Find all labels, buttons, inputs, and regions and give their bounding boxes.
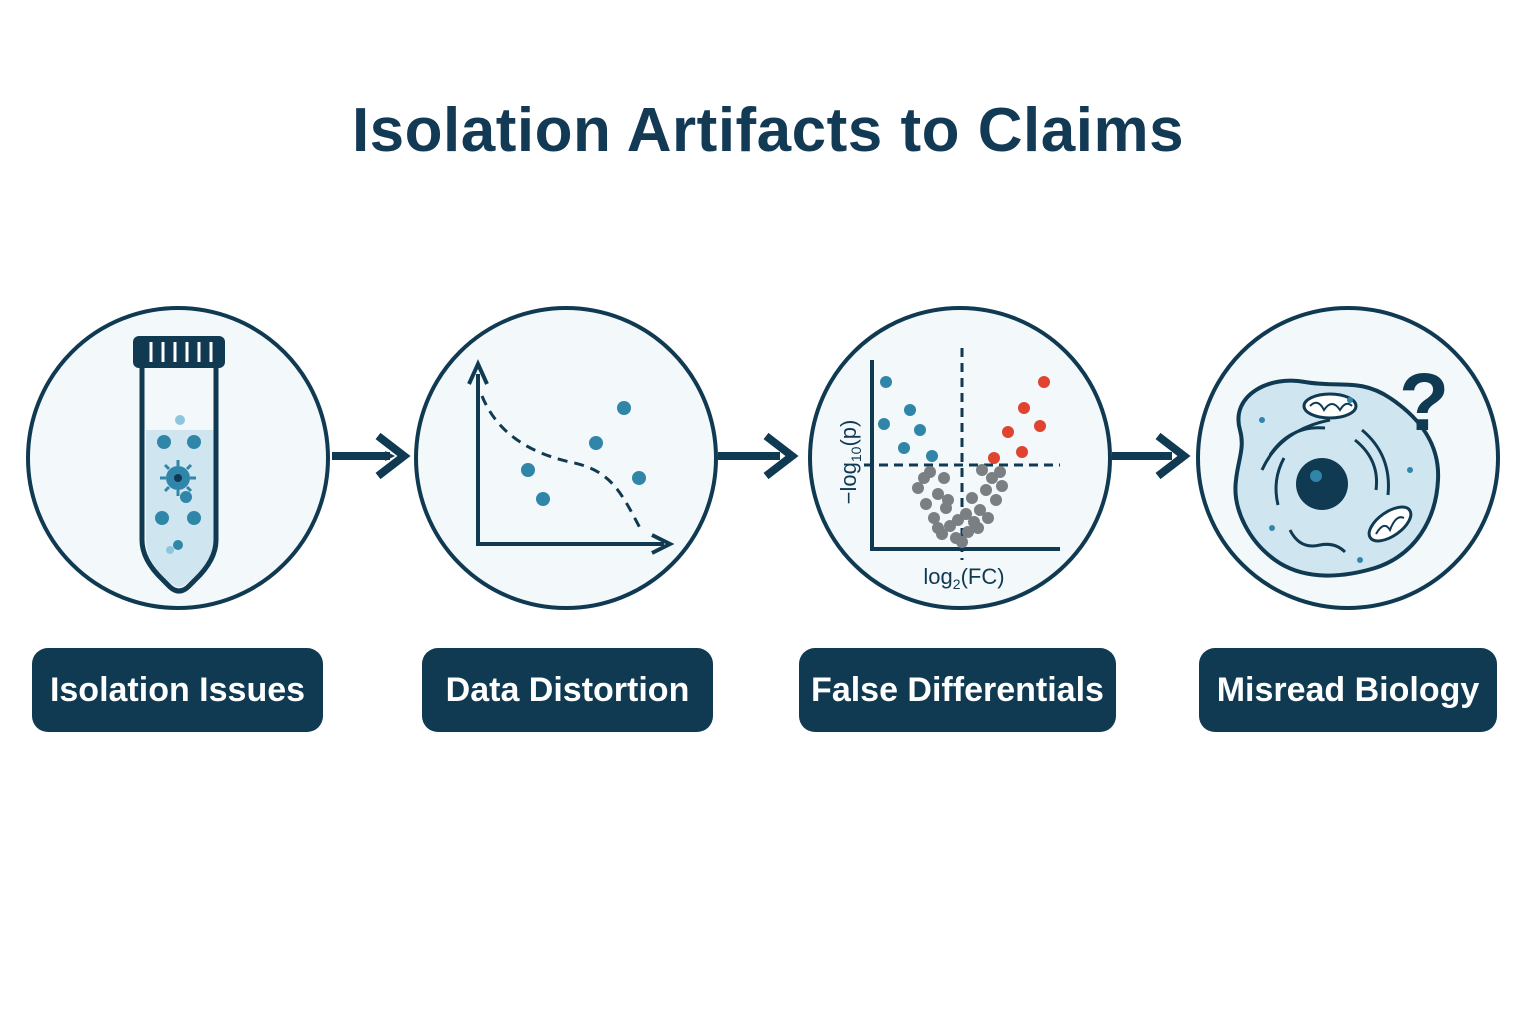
step-2-label: Data Distortion <box>422 648 713 732</box>
step-3-label: False Differentials <box>799 648 1116 732</box>
volcano-point <box>990 494 1002 506</box>
volcano-point <box>920 498 932 510</box>
question-mark: ? <box>1399 357 1449 448</box>
volcano-point <box>962 526 974 538</box>
virus-icon <box>160 460 196 496</box>
step-1-label: Isolation Issues <box>32 648 323 732</box>
volcano-point <box>932 522 944 534</box>
volcano-point <box>898 442 910 454</box>
volcano-point <box>1038 376 1050 388</box>
volcano-point <box>974 504 986 516</box>
step-4-circle: ? <box>1196 306 1500 610</box>
volcano-point <box>976 464 988 476</box>
volcano-point <box>878 418 890 430</box>
nucleus <box>1296 458 1348 510</box>
volcano-x-label: log2(FC) <box>923 564 1004 592</box>
scatter-plot-icon <box>467 359 675 555</box>
volcano-point <box>942 494 954 506</box>
volcano-point <box>926 450 938 462</box>
volcano-point <box>928 512 940 524</box>
volcano-point <box>914 424 926 436</box>
volcano-point <box>996 480 1008 492</box>
volcano-point <box>1002 426 1014 438</box>
volcano-point <box>994 466 1006 478</box>
step-1-circle <box>26 306 330 610</box>
mitochondrion-top <box>1302 392 1358 420</box>
volcano-point <box>880 376 892 388</box>
volcano-point <box>956 536 968 548</box>
volcano-point <box>912 482 924 494</box>
volcano-point <box>988 452 1000 464</box>
step-3-circle: −log10(p) log2(FC) <box>808 306 1112 610</box>
volcano-plot-icon: −log10(p) log2(FC) <box>836 348 1060 592</box>
test-tube-icon <box>133 336 225 594</box>
trend-curve <box>480 395 642 529</box>
volcano-point <box>960 508 972 520</box>
cell-question-icon: ? <box>1233 357 1449 578</box>
mitochondrion-bottom <box>1367 505 1413 543</box>
volcano-points <box>878 376 1050 548</box>
volcano-point <box>932 488 944 500</box>
endoplasmic-reticulum <box>1288 529 1347 554</box>
diagram-title: Isolation Artifacts to Claims <box>351 96 1185 165</box>
volcano-point <box>1034 420 1046 432</box>
volcano-point <box>980 484 992 496</box>
volcano-point <box>1016 446 1028 458</box>
step-2-circle <box>414 306 718 610</box>
volcano-point <box>966 492 978 504</box>
volcano-point <box>904 404 916 416</box>
volcano-point <box>938 472 950 484</box>
volcano-point <box>918 472 930 484</box>
step-4-label: Misread Biology <box>1199 648 1497 732</box>
volcano-point <box>1018 402 1030 414</box>
volcano-y-label: −log10(p) <box>836 420 864 505</box>
volcano-point <box>972 522 984 534</box>
volcano-point <box>982 512 994 524</box>
